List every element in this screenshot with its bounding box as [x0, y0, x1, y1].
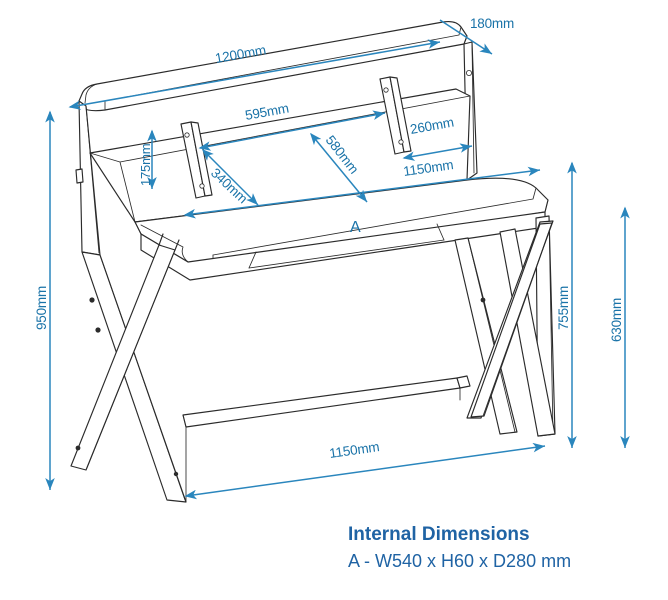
desk-illustration	[70, 20, 556, 503]
dim-label-950: 950mm	[34, 286, 49, 330]
dim-overall-height: 950mm	[34, 110, 55, 490]
caption-title: Internal Dimensions	[348, 524, 530, 545]
dim-label-180: 180mm	[470, 16, 514, 31]
part-label-a: A	[350, 219, 361, 236]
dim-shelf-clearance: 175mm	[138, 129, 157, 189]
dim-desktop-height: 755mm	[556, 161, 577, 448]
dim-desktop-width: 1150mm	[183, 157, 541, 219]
left-leg-assembly	[70, 233, 187, 503]
dim-top-shelf-depth: 180mm	[439, 16, 514, 55]
dim-lower-height: 630mm	[609, 206, 630, 448]
caption-block: Internal Dimensions A - W540 x H60 x D28…	[348, 524, 571, 571]
dim-label-desktop-1150: 1150mm	[402, 157, 454, 179]
right-leg-assembly	[454, 215, 556, 437]
dim-label-175: 175mm	[138, 144, 153, 186]
caption-detail: A - W540 x H60 x D280 mm	[348, 551, 571, 571]
desktop-left-edge	[134, 221, 142, 235]
dim-footprint-width: 1150mm	[184, 439, 546, 500]
dim-label-630: 630mm	[609, 298, 624, 342]
hutch-left-post	[75, 100, 101, 256]
lower-stretcher	[182, 375, 471, 428]
dim-label-footprint-1150: 1150mm	[328, 439, 380, 461]
dim-label-755: 755mm	[556, 286, 571, 330]
